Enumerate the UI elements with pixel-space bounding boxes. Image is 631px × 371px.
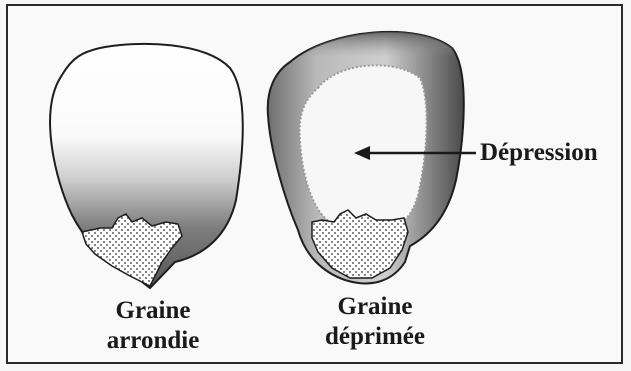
depression-area <box>300 65 427 224</box>
dented-seed-label-line2: déprimée <box>280 322 470 352</box>
rounded-seed-label-line1: Graine <box>58 296 248 326</box>
rounded-seed-label: Graine arrondie <box>58 296 248 356</box>
dented-seed-label: Graine déprimée <box>280 292 470 352</box>
rounded-seed-label-line2: arrondie <box>58 326 248 356</box>
depression-label: Dépression <box>480 138 598 168</box>
rounded-seed <box>50 44 243 288</box>
dented-seed-label-line1: Graine <box>280 292 470 322</box>
